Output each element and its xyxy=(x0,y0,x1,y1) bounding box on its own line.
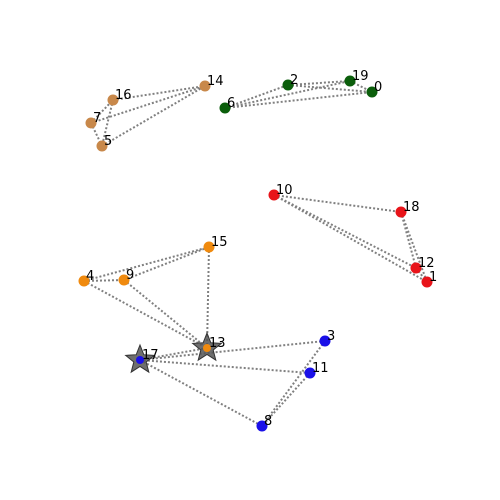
nodes-layer xyxy=(78,75,433,432)
node-label-19: 19 xyxy=(352,69,369,84)
node-label-10: 10 xyxy=(276,183,293,198)
node-label-6: 6 xyxy=(227,96,235,111)
edge-18-1 xyxy=(400,211,428,283)
node-15 xyxy=(203,241,215,253)
node-0 xyxy=(366,86,378,98)
edge-12-1 xyxy=(415,267,428,283)
edge-4-13 xyxy=(83,280,208,349)
node-label-12: 12 xyxy=(418,256,435,271)
node-label-18: 18 xyxy=(403,200,420,215)
node-label-11: 11 xyxy=(312,361,329,376)
node-9 xyxy=(118,274,130,286)
edge-16-14 xyxy=(112,85,206,101)
node-7 xyxy=(85,117,97,129)
edge-6-0 xyxy=(224,91,373,109)
node-label-8: 8 xyxy=(264,414,272,429)
node-17 xyxy=(136,356,144,364)
edge-9-13 xyxy=(123,279,208,349)
node-10 xyxy=(268,189,280,201)
node-label-3: 3 xyxy=(327,329,335,344)
node-label-16: 16 xyxy=(115,88,132,103)
node-5 xyxy=(96,140,108,152)
node-16 xyxy=(107,94,119,106)
edge-17-11 xyxy=(139,359,311,374)
edge-4-15 xyxy=(83,246,210,282)
node-label-17: 17 xyxy=(142,348,159,363)
node-8 xyxy=(256,420,268,432)
edge-10-12 xyxy=(273,194,417,269)
node-label-4: 4 xyxy=(86,269,94,284)
edge-15-13 xyxy=(206,246,210,349)
edges-layer xyxy=(83,80,428,427)
node-12 xyxy=(410,262,422,274)
node-14 xyxy=(199,80,211,92)
node-label-1: 1 xyxy=(429,270,437,285)
node-label-0: 0 xyxy=(374,80,382,95)
node-label-15: 15 xyxy=(211,235,228,250)
node-18 xyxy=(395,206,407,218)
node-6 xyxy=(219,102,231,114)
edge-17-3 xyxy=(139,340,326,361)
node-label-13: 13 xyxy=(209,336,226,351)
node-4 xyxy=(78,275,90,287)
edge-10-18 xyxy=(273,194,402,213)
node-2 xyxy=(282,79,294,91)
node-label-2: 2 xyxy=(290,73,298,88)
node-11 xyxy=(304,367,316,379)
edge-6-2 xyxy=(224,84,289,109)
node-13 xyxy=(203,344,211,352)
node-label-9: 9 xyxy=(126,268,134,283)
edge-9-15 xyxy=(123,246,210,281)
edge-4-9 xyxy=(83,279,125,282)
edge-3-8 xyxy=(261,340,326,427)
node-19 xyxy=(344,75,356,87)
node-3 xyxy=(319,335,331,347)
node-label-7: 7 xyxy=(93,111,101,126)
node-1 xyxy=(421,276,433,288)
node-label-14: 14 xyxy=(207,74,224,89)
edge-10-1 xyxy=(273,194,428,283)
node-label-5: 5 xyxy=(104,134,112,149)
edge-6-19 xyxy=(224,80,351,109)
edge-17-8 xyxy=(139,359,263,427)
